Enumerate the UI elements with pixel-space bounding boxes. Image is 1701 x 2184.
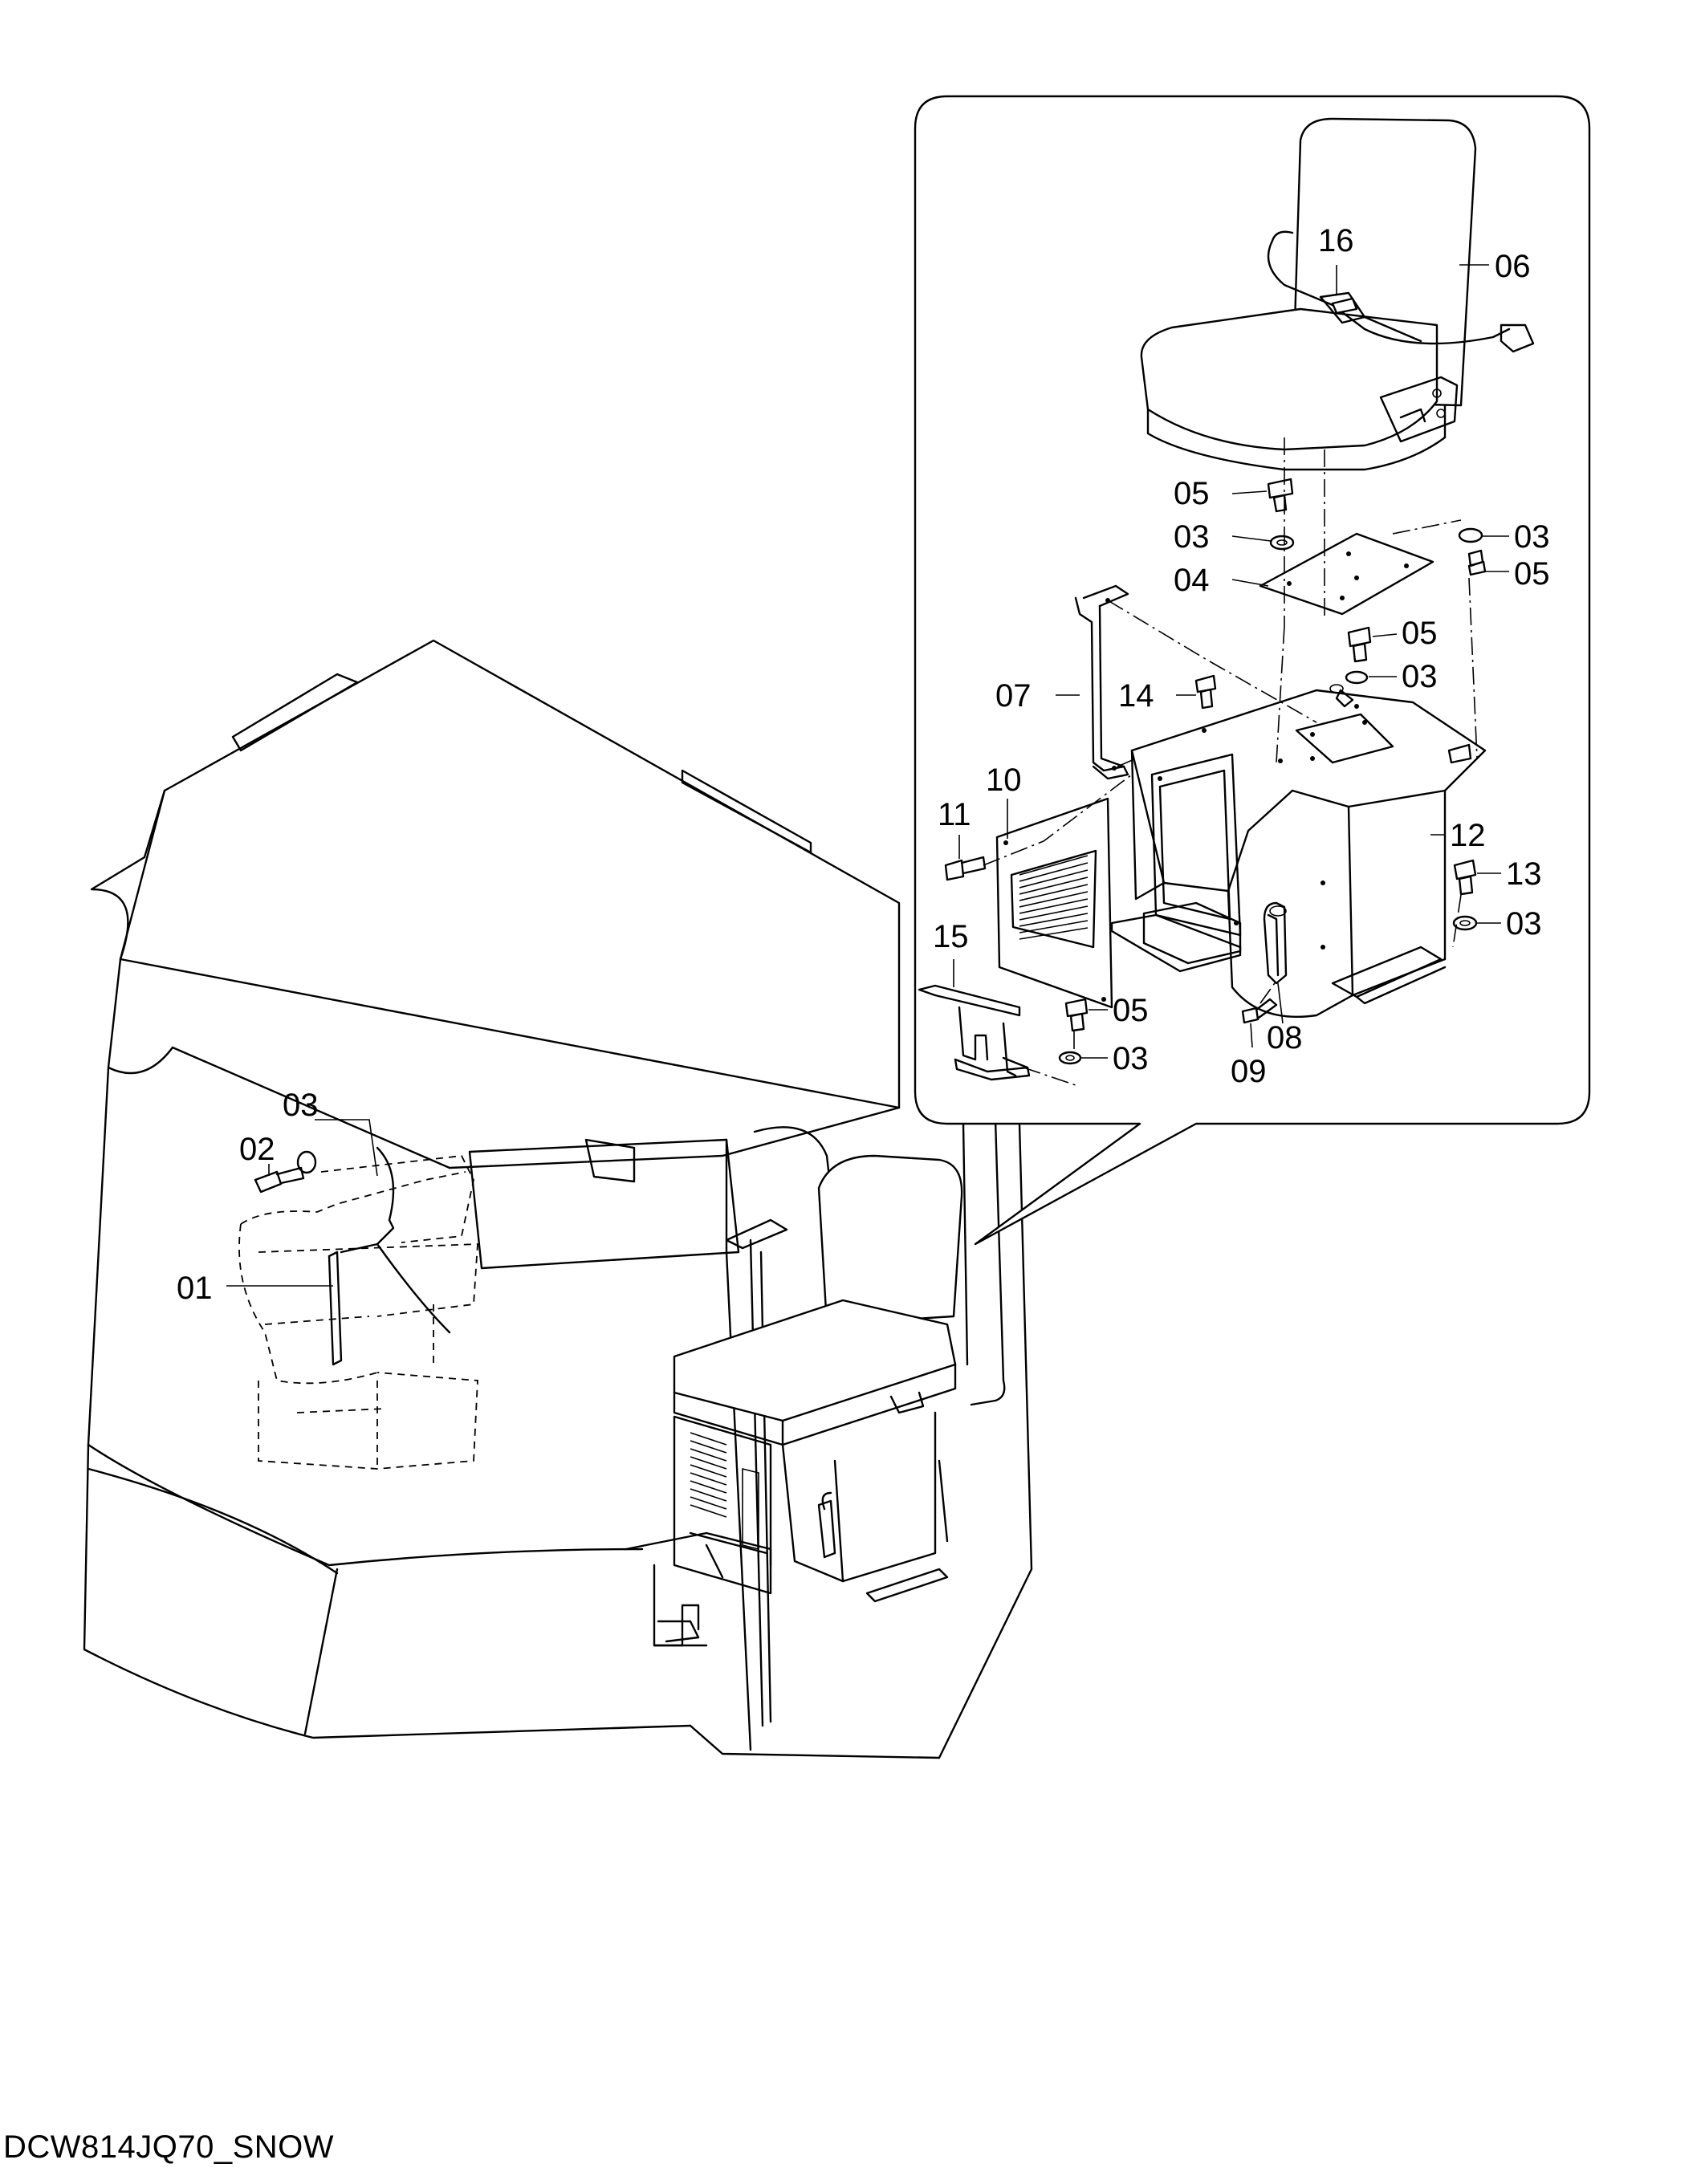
leader-lines: [226, 264, 1509, 1287]
callout-09: 09: [1231, 1054, 1267, 1089]
seat-main-view: [625, 1154, 963, 1647]
callout-03-d: 03: [1506, 906, 1542, 942]
callout-03-e: 03: [1113, 1041, 1149, 1076]
callout-10: 10: [986, 763, 1022, 798]
assembly-axes: [983, 437, 1478, 1086]
cab-body: [83, 639, 1033, 1759]
part-10-cover: [995, 797, 1113, 1009]
part-14-bolt: [1194, 674, 1217, 710]
callout-labels: 01 02 03 16 06 05 03 03 04 05 05 07 14 0…: [177, 223, 1550, 1306]
part-01-bracket: [328, 1146, 451, 1366]
part-07-bracket: [1074, 584, 1129, 780]
box-top-fasteners: [1345, 626, 1372, 685]
seat-fasteners: [1267, 478, 1487, 576]
callout-03: 03: [283, 1088, 319, 1123]
callout-11: 11: [938, 797, 971, 832]
callout-03-c: 03: [1402, 659, 1438, 694]
callout-05-c: 05: [1402, 616, 1438, 651]
callout-07: 07: [995, 678, 1032, 714]
right-fasteners: [1452, 859, 1478, 931]
callout-16: 16: [1318, 223, 1354, 258]
part-15-step: [918, 984, 1031, 1081]
callout-08: 08: [1267, 1020, 1303, 1055]
part-03-washer-main: [296, 1150, 317, 1174]
callout-12: 12: [1450, 818, 1486, 853]
part-02-bolt: [254, 1166, 305, 1194]
callout-03-a: 03: [1174, 519, 1210, 555]
bottom-fasteners: [1058, 998, 1089, 1065]
main-louvres: [690, 1432, 759, 1551]
figure-caption: DCW814JQ70_SNOW: [3, 2129, 335, 2165]
callout-04: 04: [1174, 563, 1210, 598]
callout-15: 15: [933, 919, 969, 954]
part-09-bolt: [1241, 998, 1278, 1024]
part-12-seat-box: [1110, 684, 1487, 1019]
callout-06: 06: [1495, 249, 1531, 284]
callout-02: 02: [239, 1132, 275, 1167]
callout-03-b: 03: [1514, 519, 1550, 555]
callout-05-b: 05: [1514, 556, 1550, 592]
part-06-seat: [1140, 117, 1535, 471]
callout-05-a: 05: [1174, 476, 1210, 511]
callout-14: 14: [1118, 678, 1154, 714]
hidden-box: [238, 1155, 478, 1470]
callout-13: 13: [1506, 856, 1542, 892]
part-11-bolt: [944, 856, 987, 881]
callout-01: 01: [177, 1271, 213, 1306]
callout-05-d: 05: [1113, 993, 1149, 1028]
